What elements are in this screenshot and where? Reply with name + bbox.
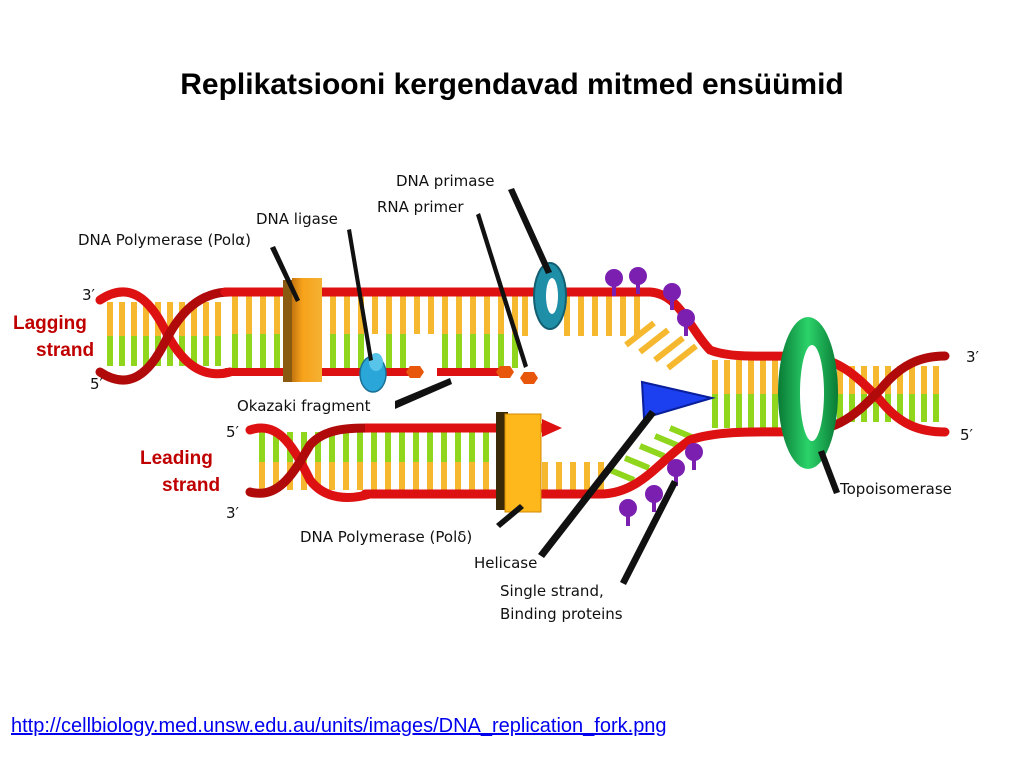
label-polymerase-delta: DNA Polymerase (Polδ) (300, 528, 472, 546)
end-leading-top: 5′ (226, 423, 240, 441)
end-right-bottom: 5′ (960, 426, 974, 444)
topoisomerase (778, 317, 838, 469)
pointer-dna-ligase (347, 229, 373, 361)
label-lagging-line1: Lagging (13, 313, 87, 334)
pointer-helicase (538, 410, 656, 558)
ssb-proteins (605, 267, 703, 526)
label-dna-ligase: DNA ligase (256, 210, 338, 228)
label-polymerase-alpha: DNA Polymerase (Polα) (78, 231, 251, 249)
pointer-lines (270, 188, 840, 585)
ssb-protein (663, 283, 681, 301)
lagging-helix-backbone-a (95, 287, 235, 379)
pointer-polymerase-alpha (270, 246, 300, 302)
leading-helix-backbone-b (245, 423, 375, 498)
label-okazaki-fragment: Okazaki fragment (237, 397, 371, 415)
pointer-topoisomerase (818, 450, 840, 494)
dna-primase (533, 262, 567, 330)
rna-primer-3 (520, 372, 538, 384)
label-leading-line2: strand (162, 475, 220, 496)
label-leading-line1: Leading (140, 448, 213, 469)
label-helicase: Helicase (474, 554, 537, 572)
single-base (653, 335, 685, 363)
helicase (640, 380, 716, 420)
ssb-protein (645, 485, 663, 503)
rna-primers (406, 366, 538, 384)
leading-helix-backbone-a (245, 423, 375, 502)
slide-title: Replikatsiooni kergendavad mitmed ensüüm… (180, 68, 844, 101)
label-dna-primase: DNA primase (396, 172, 495, 190)
polymerase-delta (496, 412, 542, 513)
single-base (638, 443, 666, 459)
single-base (624, 320, 656, 348)
rna-primer-2 (496, 366, 514, 378)
pointer-ssb (620, 480, 678, 585)
single-base (666, 343, 698, 371)
lagging-helix-backbone-b (95, 287, 235, 385)
pointer-dna-primase (508, 188, 552, 274)
ssb-protein (667, 459, 685, 477)
leading-strand-arrow (542, 419, 562, 437)
pointer-okazaki (395, 378, 452, 409)
end-lagging-top: 3′ (82, 286, 96, 304)
end-leading-bottom: 3′ (226, 504, 240, 522)
label-ssb-line2: Binding proteins (500, 605, 623, 623)
pointer-rna-primer (476, 213, 528, 368)
end-lagging-bottom: 5′ (90, 375, 104, 393)
end-right-top: 3′ (966, 348, 980, 366)
single-base (638, 327, 670, 355)
leading-parental-strand (360, 427, 805, 499)
ssb-protein (677, 309, 695, 327)
label-ssb-line1: Single strand, (500, 582, 604, 600)
replication-fork-diagram: DNA primase RNA primer DNA ligase DNA Po… (13, 172, 980, 623)
label-lagging-line2: strand (36, 340, 94, 361)
pointer-polymerase-delta (496, 504, 524, 528)
label-topoisomerase: Topoisomerase (839, 480, 952, 498)
ssb-protein (685, 443, 703, 461)
ssb-protein (605, 269, 623, 287)
single-base (608, 467, 636, 483)
label-rna-primer: RNA primer (377, 198, 464, 216)
single-base (623, 455, 651, 471)
single-base (653, 433, 681, 449)
rna-primer-1 (406, 366, 424, 378)
source-link[interactable]: http://cellbiology.med.unsw.edu.au/units… (11, 715, 667, 737)
ssb-protein (619, 499, 637, 517)
ssb-protein (629, 267, 647, 285)
polymerase-alpha (283, 278, 322, 382)
